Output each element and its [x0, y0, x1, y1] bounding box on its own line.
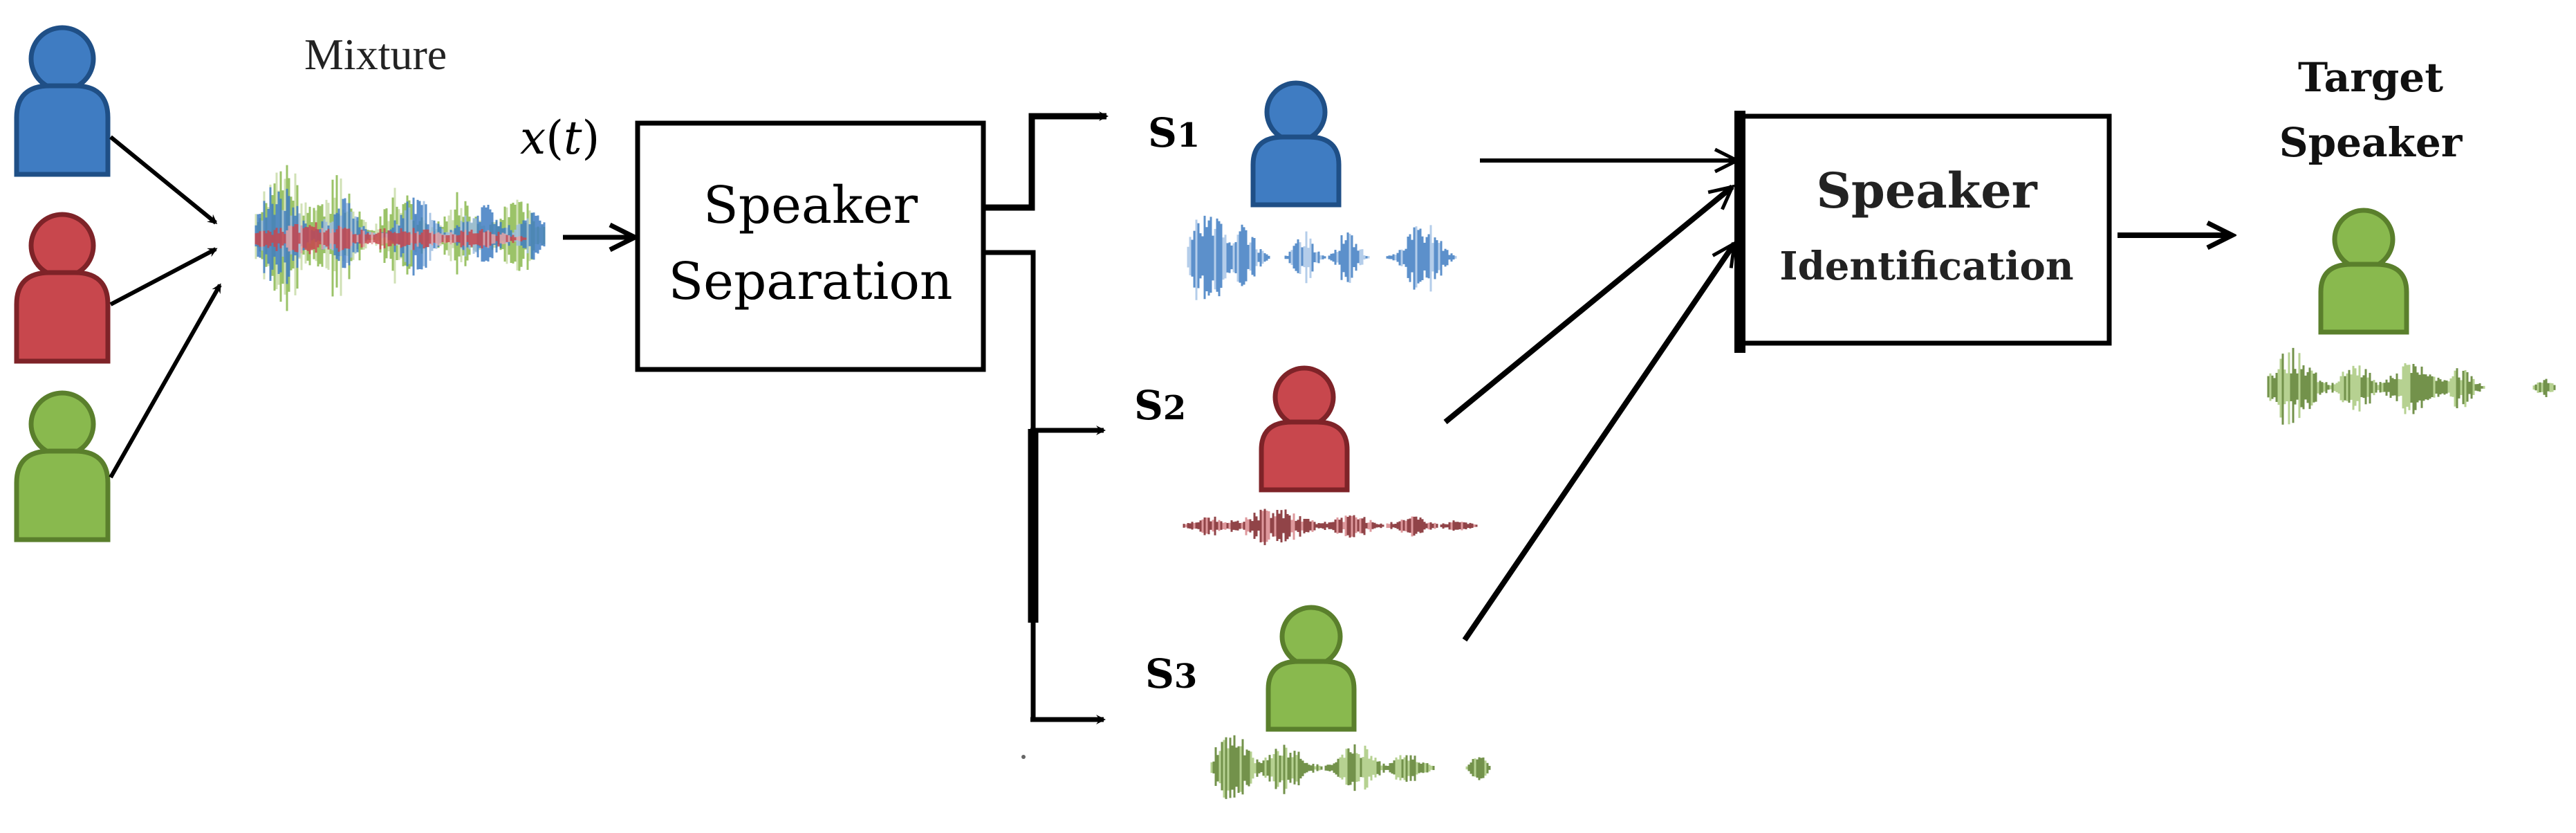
signal-label: x(t) — [520, 111, 600, 165]
s1-label: S1 — [1148, 109, 1200, 156]
stray-dot — [1021, 755, 1026, 759]
mixture-waveform-icon — [254, 165, 546, 311]
speaker-separation-box — [635, 120, 986, 372]
identification-line1: Speaker — [1816, 162, 2037, 219]
s3-speaker-icon — [1266, 605, 1357, 732]
s3-waveform-icon — [1210, 735, 1491, 799]
blue-to-mixture-arrow — [109, 135, 218, 225]
speaker-blue-icon — [14, 25, 111, 177]
separation-line1: Speaker — [703, 176, 918, 235]
target-line2: Speaker — [2279, 119, 2463, 166]
s1-waveform-icon — [1187, 215, 1457, 300]
s2-to-identification-arrow — [1443, 187, 1732, 425]
green-to-mixture-arrow — [109, 283, 222, 479]
target-speaker-icon — [2318, 208, 2409, 335]
s1-speaker-icon — [1250, 80, 1342, 208]
target-line1: Target — [2298, 54, 2443, 101]
s3-label: S3 — [1145, 650, 1197, 697]
speaker-identification-box — [1737, 113, 2112, 346]
mixture-label: Mixture — [304, 30, 447, 79]
s2-label: S2 — [1134, 382, 1186, 429]
identification-line2: Identification — [1779, 244, 2073, 289]
red-to-mixture-arrow — [109, 247, 218, 306]
s2-speaker-icon — [1259, 365, 1350, 493]
separation-line2: Separation — [668, 252, 952, 311]
s2-waveform-icon — [1183, 509, 1478, 545]
branch-to-s1 — [983, 111, 1109, 211]
branch-trunk — [983, 250, 1036, 720]
speaker-green-icon — [14, 390, 111, 542]
s3-to-identification-arrow — [1462, 244, 1737, 642]
speaker-red-icon — [14, 212, 111, 364]
target-waveform-icon — [2267, 347, 2556, 425]
